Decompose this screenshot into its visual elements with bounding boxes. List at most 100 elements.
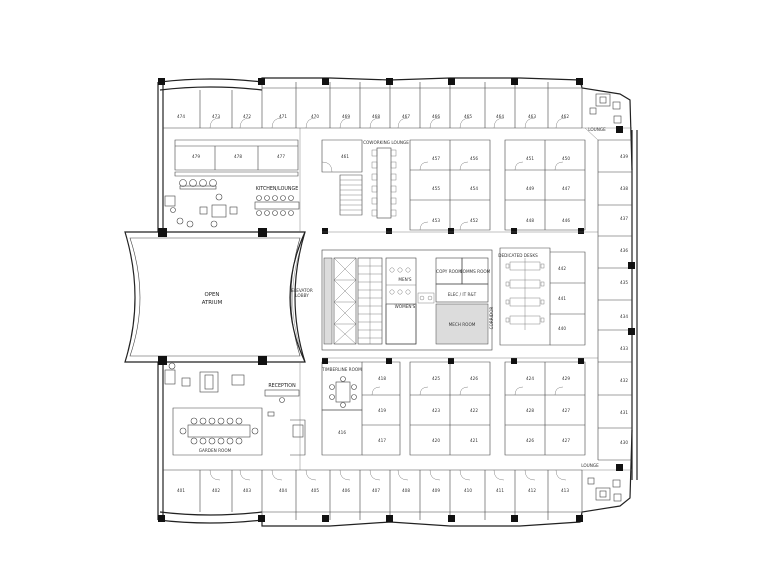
office-402: 402 <box>212 488 220 493</box>
elevator-lobby-label: ELEVATOR <box>291 288 313 293</box>
office-477: 477 <box>277 154 285 159</box>
dedicated-office-labels: 442 441 440 <box>558 266 566 331</box>
corridor-label: CORRIDOR <box>489 307 494 330</box>
office-474: 474 <box>177 114 185 119</box>
office-461-room <box>321 139 363 173</box>
office-426: 426 <box>470 376 478 381</box>
office-412: 412 <box>528 488 536 493</box>
office-450: 450 <box>562 156 570 161</box>
corridor-lines <box>299 127 599 470</box>
office-449: 449 <box>526 186 534 191</box>
office-453: 453 <box>432 218 440 223</box>
office-447: 447 <box>562 186 570 191</box>
office-464: 464 <box>496 114 504 119</box>
office-431: 431 <box>620 410 628 415</box>
top-office-labels: 474 473 472 471 470 469 468 467 466 465 … <box>177 114 569 119</box>
dedicated-label: DEDICATED DESKS <box>498 253 538 258</box>
bottom-office-row <box>163 469 583 520</box>
office-409: 409 <box>432 488 440 493</box>
kitchen-label: KITCHEN/LOUNGE <box>256 186 299 192</box>
office-479: 479 <box>192 154 200 159</box>
office-401: 401 <box>177 488 185 493</box>
structural-columns <box>158 78 635 522</box>
garden-room <box>172 407 306 456</box>
office-446: 446 <box>562 218 570 223</box>
right-office-column <box>597 139 632 461</box>
atrium-label-line2: ATRIUM <box>202 300 223 306</box>
office-461: 461 <box>341 154 349 159</box>
copy-room-label: COPY ROOM <box>436 269 462 274</box>
womens-restroom-label: WOMEN'S <box>395 304 416 309</box>
office-404: 404 <box>279 488 287 493</box>
building-core <box>321 249 493 351</box>
office-403: 403 <box>243 488 251 493</box>
office-454: 454 <box>470 186 478 191</box>
lounge-top <box>582 93 632 129</box>
office-block-b-labels: 451 450 449 447 448 446 <box>526 156 570 223</box>
dedicated-desks <box>499 247 586 346</box>
office-435: 435 <box>620 280 628 285</box>
office-427-a: 427 <box>562 408 570 413</box>
office-473: 473 <box>212 114 220 119</box>
office-466: 466 <box>432 114 440 119</box>
office-441: 441 <box>558 296 566 301</box>
office-408: 408 <box>402 488 410 493</box>
kitchen-office-labels: 479 478 477 <box>192 154 285 159</box>
office-451: 451 <box>526 156 534 161</box>
office-436: 436 <box>620 248 628 253</box>
office-468: 468 <box>372 114 380 119</box>
office-405: 405 <box>311 488 319 493</box>
core-labels: ELEVATOR LOBBY COPY ROOM COMMS ROOM ELEC… <box>291 269 490 327</box>
office-442: 442 <box>558 266 566 271</box>
office-433: 433 <box>620 346 628 351</box>
office-430: 430 <box>620 440 628 445</box>
mech-room-label: MECH ROOM <box>449 322 476 327</box>
office-467: 467 <box>402 114 410 119</box>
office-470: 470 <box>311 114 319 119</box>
reception-area <box>164 362 300 403</box>
office-423: 423 <box>432 408 440 413</box>
lower-right-office-labels: 424 429 428 427 426 427 <box>526 376 570 443</box>
lounge-bottom <box>582 469 632 502</box>
office-471: 471 <box>279 114 287 119</box>
garden-room-label: GARDEN ROOM <box>199 448 232 453</box>
office-469: 469 <box>342 114 350 119</box>
office-439: 439 <box>620 154 628 159</box>
lounge-bottom-label: LOUNGE <box>581 463 599 468</box>
bottom-office-labels: 401 402 403 404 405 406 407 408 409 410 … <box>177 488 569 493</box>
atrium-label-line1: OPEN <box>205 292 220 298</box>
kitchen-area <box>164 139 300 228</box>
office-462: 462 <box>561 114 569 119</box>
office-block-a-labels: 457 456 455 454 453 452 <box>432 156 478 223</box>
timberline-label: TIMBERLINE ROOM <box>321 367 362 372</box>
comms-room-label: COMMS ROOM <box>460 269 491 274</box>
office-426-b: 426 <box>526 438 534 443</box>
office-452: 452 <box>470 218 478 223</box>
mens-restroom-label: MEN'S <box>398 277 412 282</box>
office-437: 437 <box>620 216 628 221</box>
lower-left-office-labels: 418 419 417 416 <box>338 376 386 443</box>
atrium-void <box>124 231 306 363</box>
lower-mid-offices <box>409 361 491 456</box>
lower-left-offices <box>321 361 401 456</box>
coworking-lounge <box>339 147 397 219</box>
office-455: 455 <box>432 186 440 191</box>
office-428-a: 428 <box>526 408 534 413</box>
office-422: 422 <box>470 408 478 413</box>
office-472: 472 <box>243 114 251 119</box>
office-420: 420 <box>432 438 440 443</box>
elevator-lobby-label-2: LOBBY <box>295 293 309 298</box>
office-424: 424 <box>526 376 534 381</box>
office-429: 429 <box>562 376 570 381</box>
office-421: 421 <box>470 438 478 443</box>
office-425: 425 <box>432 376 440 381</box>
office-418: 418 <box>378 376 386 381</box>
office-465: 465 <box>464 114 472 119</box>
office-463: 463 <box>528 114 536 119</box>
office-434: 434 <box>620 314 628 319</box>
top-office-row <box>163 82 583 129</box>
reception-label: RECEPTION <box>268 383 296 389</box>
office-427-b: 427 <box>562 438 570 443</box>
coworking-label: COWORKING LOUNGE <box>363 140 409 145</box>
